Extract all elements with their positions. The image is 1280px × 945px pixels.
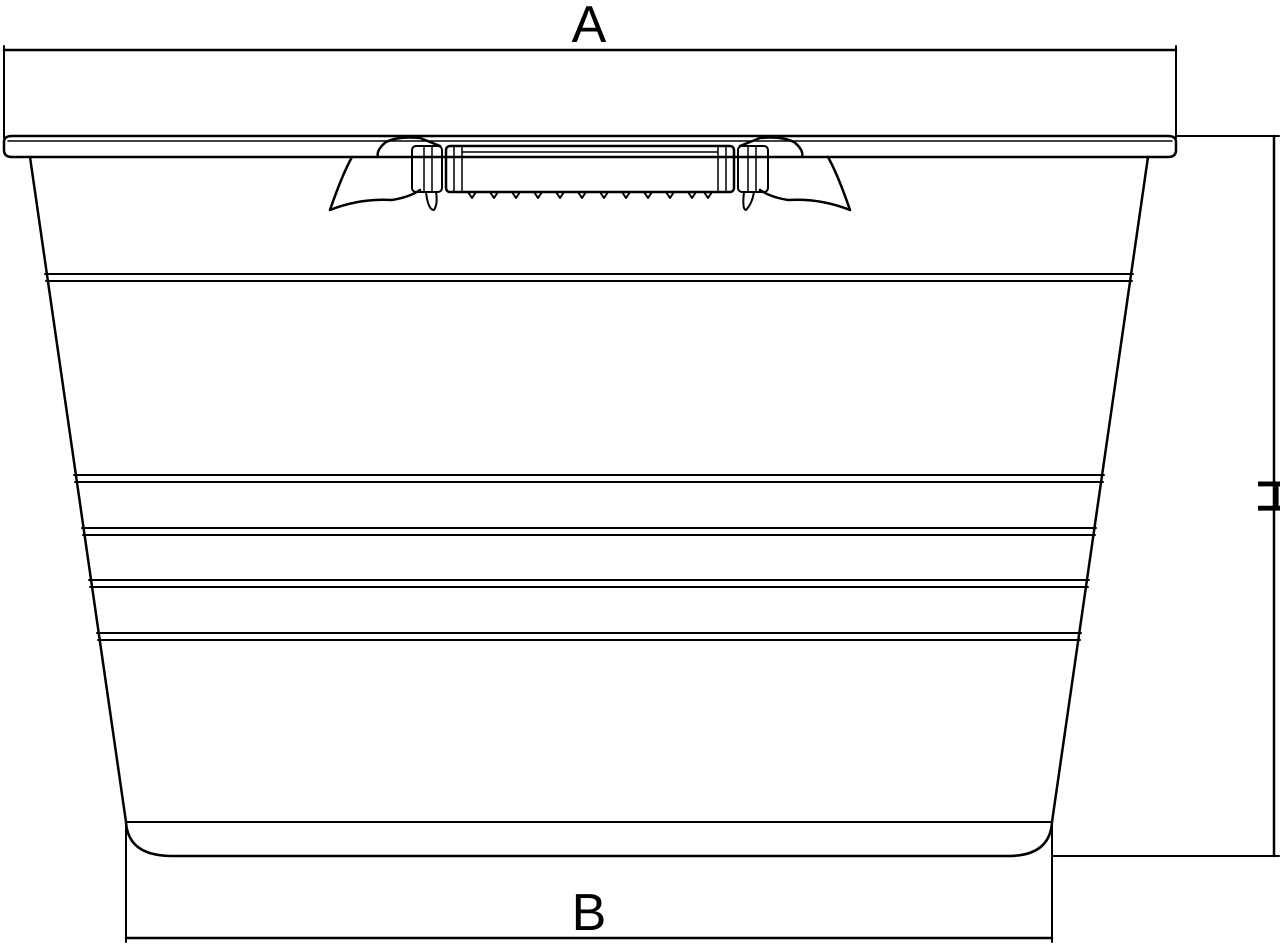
tub-side-right xyxy=(1050,155,1150,824)
rib-5 xyxy=(96,632,1082,641)
dimension-h: H xyxy=(1051,134,1280,858)
rib-4 xyxy=(88,579,1090,588)
dimension-h-label: H xyxy=(1246,477,1280,515)
rib-1 xyxy=(44,273,1134,282)
rib-2 xyxy=(73,474,1105,483)
tub-handle xyxy=(328,136,852,212)
dimension-a-label: A xyxy=(572,0,607,54)
tub-base xyxy=(124,820,1054,858)
rib-3 xyxy=(81,527,1097,536)
handle-grip-teeth xyxy=(467,191,713,199)
tub-rim xyxy=(2,134,1178,159)
tub-body xyxy=(28,155,1150,824)
tub-ribs xyxy=(44,273,1134,641)
dimension-a: A xyxy=(2,0,1178,139)
dimension-b: B xyxy=(124,825,1054,943)
handle-grip xyxy=(444,144,736,194)
dimension-b-label: B xyxy=(572,884,607,942)
tub-side-left xyxy=(28,155,128,824)
